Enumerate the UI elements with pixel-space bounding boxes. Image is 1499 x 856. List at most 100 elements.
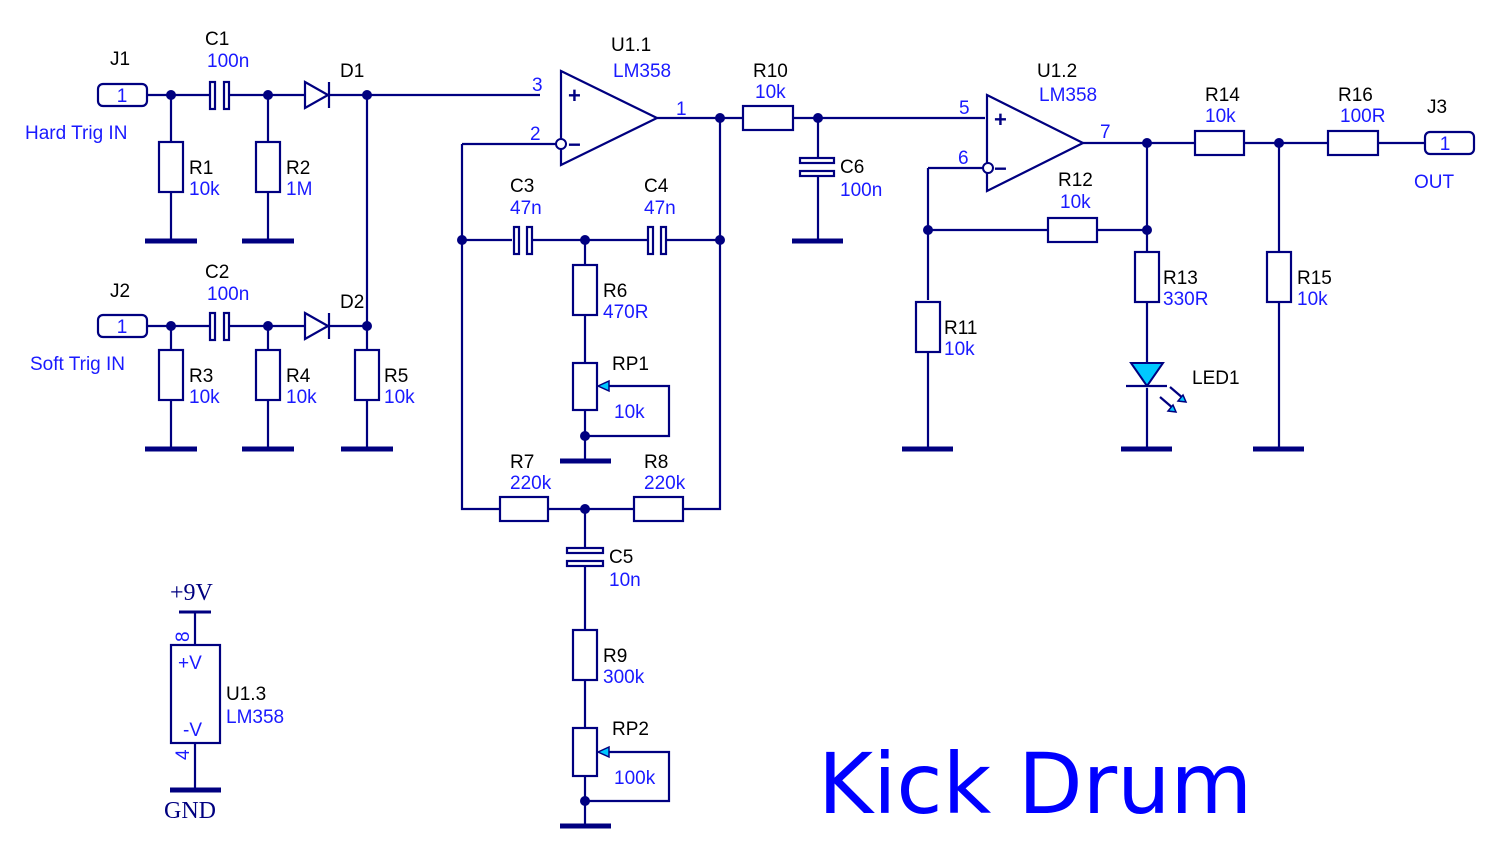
ground-label: GND xyxy=(164,798,216,824)
resistor-r11[interactable]: R11 10k xyxy=(914,300,977,360)
resistor-r14[interactable]: R14 10k xyxy=(1193,85,1246,157)
diode-d1[interactable]: D1 xyxy=(303,61,364,110)
junction-dot xyxy=(580,504,590,514)
component-ref: R12 xyxy=(1058,170,1093,191)
connector-j1[interactable]: 1 J1 Hard Trig IN xyxy=(25,49,149,144)
pin-number: 1 xyxy=(676,99,687,120)
pin-number: 4 xyxy=(173,749,194,760)
connector-label: OUT xyxy=(1414,172,1455,193)
supply-label: +9V xyxy=(170,580,214,606)
capacitor-c5[interactable]: C5 10n xyxy=(565,546,641,591)
component-ref: R5 xyxy=(384,366,408,387)
component-value: 10k xyxy=(384,387,415,408)
connector-label: Hard Trig IN xyxy=(25,123,127,144)
potentiometer-rp2[interactable]: RP2 100k xyxy=(571,719,656,789)
minus-sign: − xyxy=(994,156,1007,181)
connector-j2[interactable]: 1 J2 Soft Trig IN xyxy=(30,281,149,375)
capacitor-c3[interactable]: C3 47n xyxy=(510,176,542,256)
opamp-u1-3-power[interactable]: +V -V 8 4 U1.3 LM358 xyxy=(169,631,284,760)
resistor-r4[interactable]: R4 10k xyxy=(254,348,317,408)
component-ref: D1 xyxy=(340,61,364,82)
junction-dot xyxy=(362,90,372,100)
pin-number: 3 xyxy=(532,75,543,96)
resistor-r16[interactable]: R16 100R xyxy=(1326,85,1385,157)
component-value: 10k xyxy=(755,82,786,103)
opamp-u1-2[interactable]: + − 5 6 7 U1.2 LM358 xyxy=(958,61,1111,193)
component-value: 47n xyxy=(510,198,542,219)
component-value: 10k xyxy=(1060,192,1091,213)
junction-dot xyxy=(457,235,467,245)
junction-dot xyxy=(1142,225,1152,235)
junction-dot xyxy=(580,796,590,806)
resistor-r6[interactable]: R6 470R xyxy=(571,263,648,323)
pin-number: 8 xyxy=(173,631,194,642)
component-value: 10k xyxy=(944,339,975,360)
connector-j3[interactable]: 1 J3 OUT xyxy=(1414,97,1476,193)
component-value: LM358 xyxy=(1039,85,1097,106)
connector-pin: 1 xyxy=(117,317,128,338)
component-ref: C2 xyxy=(205,262,229,283)
component-ref: U1.3 xyxy=(226,684,266,705)
resistor-r9[interactable]: R9 300k xyxy=(571,628,645,688)
component-ref: R11 xyxy=(944,318,977,339)
pin-number: 6 xyxy=(958,148,969,169)
junction-dot xyxy=(580,235,590,245)
plus-sign: + xyxy=(994,107,1007,132)
component-ref: R8 xyxy=(644,452,668,473)
connector-pin: 1 xyxy=(117,86,128,107)
resistor-r5[interactable]: R5 10k xyxy=(353,348,415,408)
component-ref: R6 xyxy=(603,281,627,302)
diode-d2[interactable]: D2 xyxy=(303,292,364,341)
capacitor-c4[interactable]: C4 47n xyxy=(644,176,676,256)
component-value: LM358 xyxy=(613,61,671,82)
led-led1[interactable]: LED1 xyxy=(1126,362,1240,413)
capacitor-c6[interactable]: C6 100n xyxy=(798,156,882,201)
connector-label: Soft Trig IN xyxy=(30,354,125,375)
wiper-arrow-icon xyxy=(596,379,610,393)
component-ref: R1 xyxy=(189,158,213,179)
component-ref: R14 xyxy=(1205,85,1240,106)
component-value: 220k xyxy=(644,473,686,494)
component-ref: R9 xyxy=(603,646,627,667)
junction-dot xyxy=(166,321,176,331)
component-value: 470R xyxy=(603,302,648,323)
pin-number: 2 xyxy=(530,124,541,145)
resistor-r7[interactable]: R7 220k xyxy=(498,452,552,523)
component-ref: C1 xyxy=(205,29,229,50)
component-ref: R10 xyxy=(753,61,788,82)
component-value: 10n xyxy=(609,570,641,591)
component-value: 10k xyxy=(1297,289,1328,310)
component-value: 100n xyxy=(207,51,249,72)
schematic-title: Kick Drum xyxy=(818,735,1252,833)
minus-sign: − xyxy=(568,132,581,157)
junction-dot xyxy=(166,90,176,100)
capacitor-c2[interactable]: C2 100n xyxy=(205,262,249,342)
component-value: 100R xyxy=(1340,106,1385,127)
component-ref: C6 xyxy=(840,157,864,178)
component-ref: C4 xyxy=(644,176,669,197)
component-ref: R7 xyxy=(510,452,534,473)
component-value: 47n xyxy=(644,198,676,219)
pin-label-vminus: -V xyxy=(183,720,202,741)
resistor-r3[interactable]: R3 10k xyxy=(157,348,220,408)
resistor-r12[interactable]: R12 10k xyxy=(1046,170,1099,244)
component-ref: R13 xyxy=(1163,268,1198,289)
resistor-r2[interactable]: R2 1M xyxy=(254,140,312,200)
opamp-u1-1[interactable]: + − 3 2 1 U1.1 LM358 xyxy=(530,35,687,167)
component-value: 10k xyxy=(189,179,220,200)
potentiometer-rp1[interactable]: RP1 10k xyxy=(571,354,649,423)
component-ref: C3 xyxy=(510,176,534,197)
resistor-r1[interactable]: R1 10k xyxy=(157,140,220,200)
resistor-r10[interactable]: R10 10k xyxy=(741,61,795,132)
component-ref: U1.1 xyxy=(611,35,651,56)
component-value: 100k xyxy=(614,768,656,789)
component-value: 10k xyxy=(1205,106,1236,127)
capacitor-c1[interactable]: C1 100n xyxy=(205,29,249,111)
junction-dot xyxy=(580,431,590,441)
resistor-r15[interactable]: R15 10k xyxy=(1265,250,1332,310)
resistor-r13[interactable]: R13 330R xyxy=(1133,250,1208,310)
resistor-r8[interactable]: R8 220k xyxy=(632,452,686,523)
component-value: 1M xyxy=(286,179,312,200)
connector-ref: J1 xyxy=(110,49,130,70)
junction-dot xyxy=(263,90,273,100)
